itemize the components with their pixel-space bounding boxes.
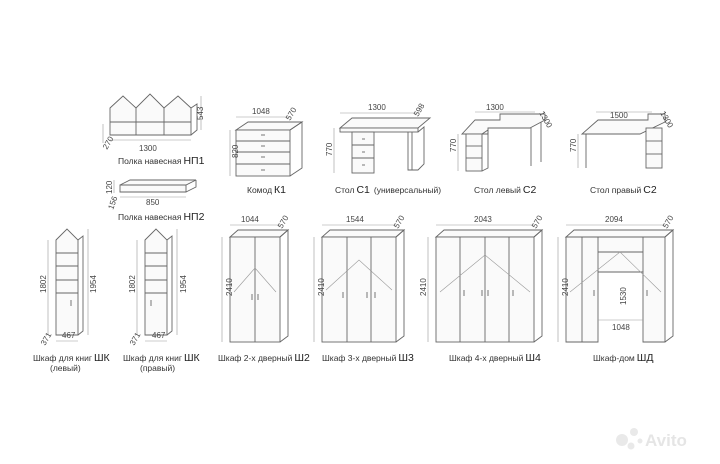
shd-inner-width-label: 1048 bbox=[612, 323, 630, 332]
bookcase-shk-left-drawing bbox=[47, 228, 89, 342]
np2-width-label: 850 bbox=[146, 198, 160, 207]
shd-depth-label: 570 bbox=[661, 213, 676, 230]
wardrobe-shd-drawing bbox=[557, 224, 675, 343]
shk-right-height2-label: 1954 bbox=[179, 275, 188, 293]
shk-left-note: (левый) bbox=[50, 363, 81, 373]
shk-left-depth-label: 371 bbox=[39, 330, 54, 347]
shd-width-label: 2094 bbox=[605, 215, 623, 224]
shelf-np2-drawing bbox=[113, 179, 197, 198]
bookcase-shk-right-drawing bbox=[136, 228, 178, 342]
sh3-width-label: 1544 bbox=[346, 215, 364, 224]
desk-c2-right-drawing bbox=[577, 111, 666, 169]
np1-height-label: 543 bbox=[196, 106, 205, 120]
c1-width-label: 1300 bbox=[368, 103, 386, 112]
np1-width-label: 1300 bbox=[139, 144, 157, 153]
shk-right-width-label: 467 bbox=[152, 331, 166, 340]
sh2-width-label: 1044 bbox=[241, 215, 259, 224]
k1-depth-label: 570 bbox=[284, 105, 299, 122]
c2l-height-label: 770 bbox=[449, 138, 458, 152]
sh2-height-label: 2410 bbox=[225, 278, 234, 296]
desk-c2-left-drawing bbox=[457, 111, 546, 172]
shk-right-height-label: 1802 bbox=[128, 275, 137, 293]
k1-height-label: 820 bbox=[231, 144, 240, 158]
np2-depth-label: 156 bbox=[106, 195, 119, 211]
chest-k1-drawing bbox=[229, 116, 304, 177]
np2-height-label: 120 bbox=[105, 180, 114, 194]
wardrobe-sh3-drawing bbox=[313, 224, 406, 343]
c2l-width-label: 1300 bbox=[486, 103, 504, 112]
avito-logo-text: Avito bbox=[645, 431, 687, 450]
c1-depth-label: 598 bbox=[412, 101, 427, 118]
shk-left-height-label: 1802 bbox=[39, 275, 48, 293]
shd-inner-height-label: 1530 bbox=[619, 287, 628, 305]
sh2-depth-label: 570 bbox=[276, 213, 291, 230]
sh4-width-label: 2043 bbox=[474, 215, 492, 224]
shk-right-depth-label: 371 bbox=[128, 330, 143, 347]
shk-right-note: (правый) bbox=[140, 363, 175, 373]
shk-left-height2-label: 1954 bbox=[89, 275, 98, 293]
sh4-height-label: 2410 bbox=[419, 278, 428, 296]
c1-height-label: 770 bbox=[325, 142, 334, 156]
sh3-height-label: 2410 bbox=[317, 278, 326, 296]
desk-c1-drawing bbox=[333, 112, 432, 174]
avito-logo: Avito bbox=[616, 428, 687, 450]
shd-height-label: 2410 bbox=[561, 278, 570, 296]
k1-width-label: 1048 bbox=[252, 107, 270, 116]
wardrobe-sh2-drawing bbox=[221, 224, 290, 343]
sh3-depth-label: 570 bbox=[392, 213, 407, 230]
c2r-width-label: 1500 bbox=[610, 111, 628, 120]
shk-left-width-label: 467 bbox=[62, 331, 76, 340]
sh4-depth-label: 570 bbox=[530, 213, 545, 230]
wardrobe-sh4-drawing bbox=[427, 224, 544, 343]
shelf-np1-drawing bbox=[102, 93, 202, 143]
c2r-height-label: 770 bbox=[569, 138, 578, 152]
